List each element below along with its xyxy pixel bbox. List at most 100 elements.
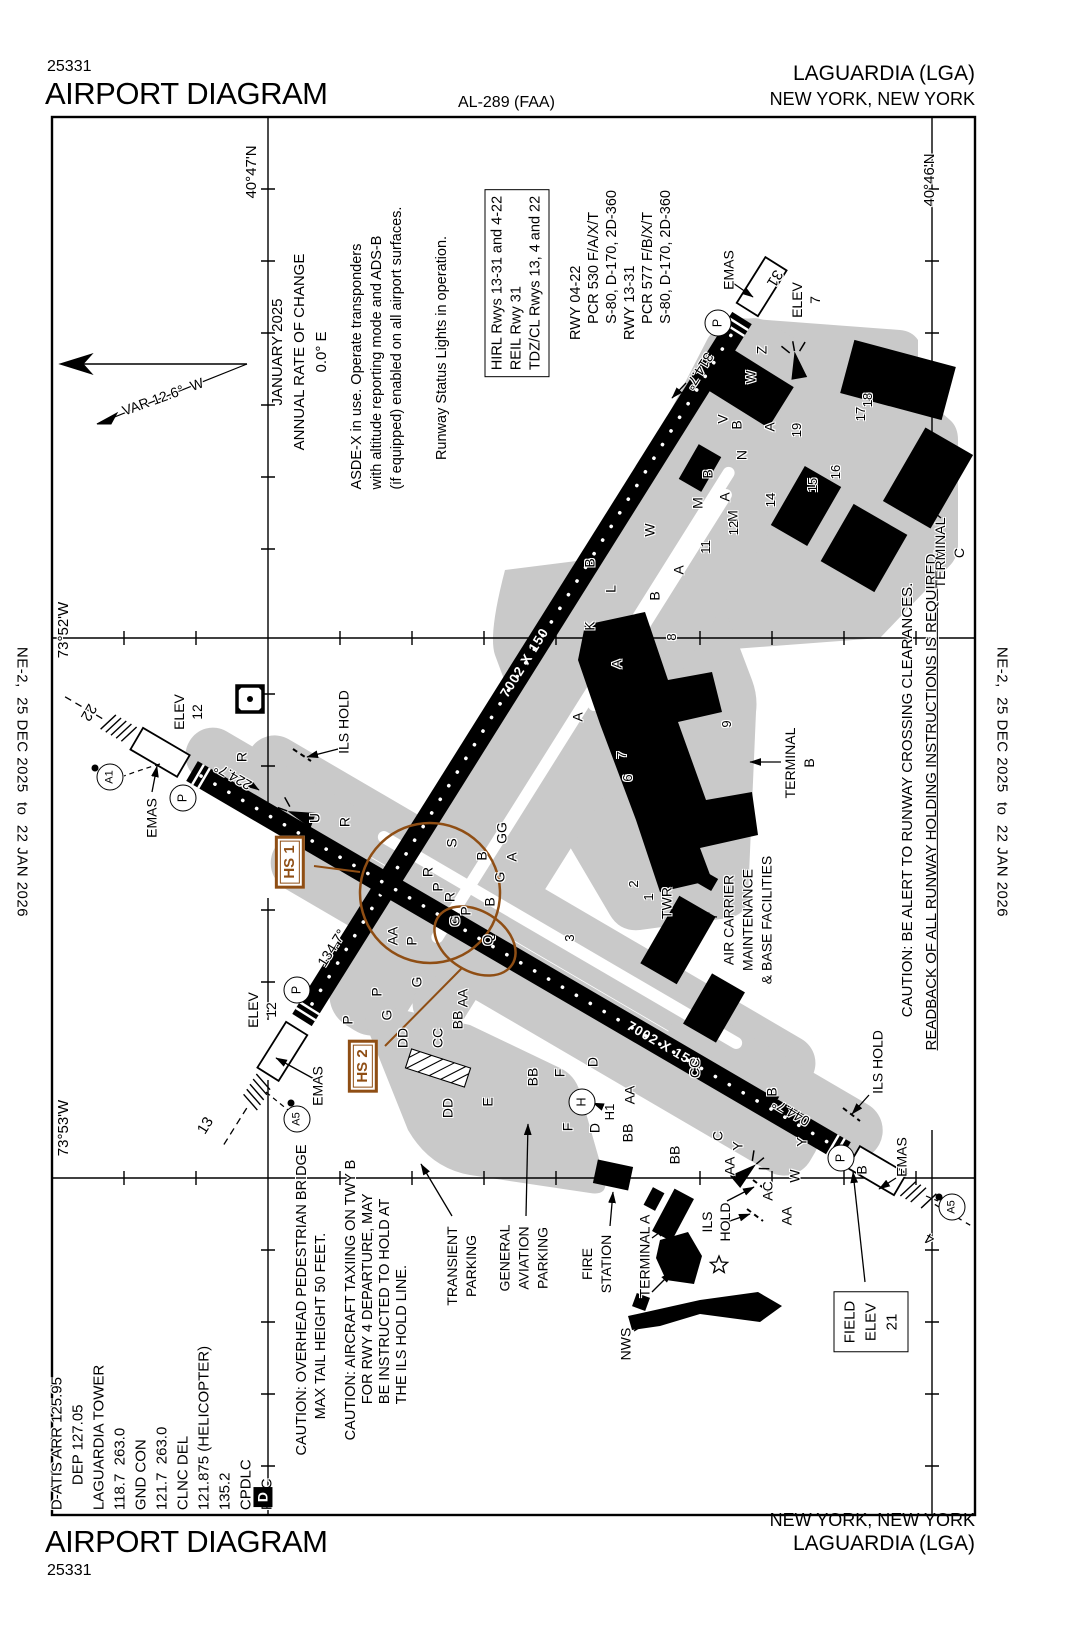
north-arrow [58, 352, 94, 376]
compass-rose [58, 352, 248, 425]
stand-15: 15 [805, 477, 821, 493]
twy-bb-1: BB [449, 1010, 466, 1030]
twy-m-1: M [689, 497, 706, 509]
rwy-num-4: 4 [921, 1229, 938, 1249]
twy-y-1: Y [729, 1141, 746, 1151]
twy-b-4: B [853, 1165, 870, 1175]
twy-bb-4: BB [666, 1145, 683, 1165]
twy-r-2: R [336, 816, 353, 828]
gate-1: 1 [641, 893, 657, 901]
comm-frequencies: D-ATIS ARR 125.95 DEP 127.05 LAGUARDIA T… [48, 1345, 276, 1511]
emas-label-22: EMAS [143, 798, 160, 838]
twy-p-3: P [403, 936, 420, 946]
coord-73-53w: 73°53'W [54, 1099, 72, 1157]
twy-r-3: R [419, 866, 436, 878]
terminal-cd-building-5 [820, 503, 908, 593]
twy-c: C [709, 1130, 726, 1142]
lighting-box: HIRL Rwys 13-31 and 4-22 REIL Rwy 31 TDZ… [484, 188, 550, 378]
twy-g-4: G [378, 1009, 395, 1021]
twy-z: Z [753, 345, 770, 355]
hotspot-leaders [313, 865, 463, 1047]
twy-b-5: B [728, 420, 745, 430]
twy-p-5: P [339, 1015, 356, 1025]
terminal-a-building-2 [656, 1232, 702, 1284]
twy-gg: GG [493, 822, 510, 844]
coord-73-52w: 73°52'W [54, 601, 72, 659]
twy-a-1: A [503, 852, 520, 862]
maintenance-building-1 [640, 895, 716, 985]
fire-station-building [592, 1159, 634, 1191]
twy-w-1: W [786, 1169, 803, 1183]
caution-readback: READBACK OF ALL RUNWAY HOLDING INSTRUCTI… [922, 549, 940, 1051]
stand-11: 11 [698, 540, 714, 554]
airport-name-bottom: LAGUARDIA (LGA) [792, 1532, 975, 1555]
twy-p-4: P [368, 987, 385, 997]
hdg-314: 314.7° [681, 349, 718, 393]
dashed-connectors [123, 763, 939, 1202]
stand-17: 17 [853, 406, 869, 422]
pdc-d-symbol: D [253, 1486, 273, 1508]
page-title: AIRPORT DIAGRAM [45, 76, 328, 111]
gate-7: 7 [614, 751, 630, 759]
runway-pcr-data: RWY 04-22 PCR 530 F/A/X/T S-80, D-170, 2… [568, 190, 674, 340]
gate-8: 8 [664, 633, 680, 641]
twy-q: Q [479, 934, 496, 946]
twy-b-3: B [763, 1087, 780, 1097]
emas-label-31: EMAS [720, 250, 737, 290]
hotspot-2: HS 2 [347, 1039, 379, 1093]
gate-6: 6 [620, 774, 636, 782]
coord-40-46n: 40°46'N [920, 153, 938, 207]
gate-2: 2 [626, 880, 642, 888]
twy-b-8: B [581, 558, 598, 568]
hotspot-1: HS 1 [274, 835, 306, 889]
airport-name-top: LAGUARDIA (LGA) [792, 62, 975, 85]
twy-p-1: P [429, 882, 446, 892]
twy-aa-3: AA [621, 1085, 638, 1105]
elev-rwy22: ELEV 12 [171, 694, 205, 730]
terminal-a-label: TERMINAL A [636, 1214, 653, 1298]
twy-aa-2: AA [454, 988, 471, 1008]
terminal-c-label: TERMINAL C [932, 517, 967, 589]
note-asdex: ASDE-X in use. Operate transponders with… [349, 206, 405, 490]
twy-f-1: F [551, 1068, 568, 1078]
rwy-num-22: 22 [77, 700, 101, 724]
emas-13 [222, 1020, 309, 1146]
twy-y-2: Y [793, 1137, 810, 1147]
elev-rwy13: ELEV 12 [245, 992, 279, 1028]
twy-a-2: A [761, 422, 778, 432]
twy-g-3: G [408, 976, 425, 988]
stand-19: 19 [789, 422, 805, 438]
runway-4-22-centerline [199, 774, 838, 1149]
ils-hold-a: ILS HOLD [699, 1202, 733, 1242]
emas-label-4: EMAS [893, 1137, 910, 1177]
ils-hold-4: ILS HOLD [869, 1030, 886, 1094]
air-carrier-label: AIR CARRIER MAINTENANCE & BASE FACILITIE… [720, 855, 775, 985]
twy-dd-2: DD [439, 1097, 456, 1119]
hotspot-circles [358, 821, 517, 977]
twy-aa-1: AA [384, 926, 401, 946]
stand-12: 12 [726, 520, 742, 536]
twy-aa-4: AA [721, 1156, 738, 1176]
hdg-044: 044.7° [769, 1095, 813, 1130]
twy-b-7: B [646, 591, 663, 601]
coord-40-47n: 40°47'N [242, 145, 260, 199]
twy-u: U [306, 812, 323, 824]
twy-cc-2: CC [686, 1057, 703, 1079]
terminal-cd-building-6 [678, 444, 722, 492]
ga-parking-label: GENERAL AVIATION PARKING [496, 1224, 551, 1292]
chart-border [50, 115, 977, 1517]
graticule [52, 117, 975, 1515]
twy-e: E [479, 1097, 496, 1107]
emas-22 [62, 694, 191, 778]
twy-s: S [443, 838, 460, 848]
twy-a-4: A [670, 565, 687, 575]
twy-g-1: G [491, 871, 508, 883]
nws-building [628, 1292, 782, 1330]
magnetic-variation: VAR 12.6° W [119, 374, 206, 419]
rwy-num-31: 31 [762, 266, 787, 290]
twy-k: K [581, 621, 598, 631]
twy-ac: AC [759, 1181, 776, 1201]
note-rwsl: Runway Status Lights in operation. [434, 235, 451, 461]
